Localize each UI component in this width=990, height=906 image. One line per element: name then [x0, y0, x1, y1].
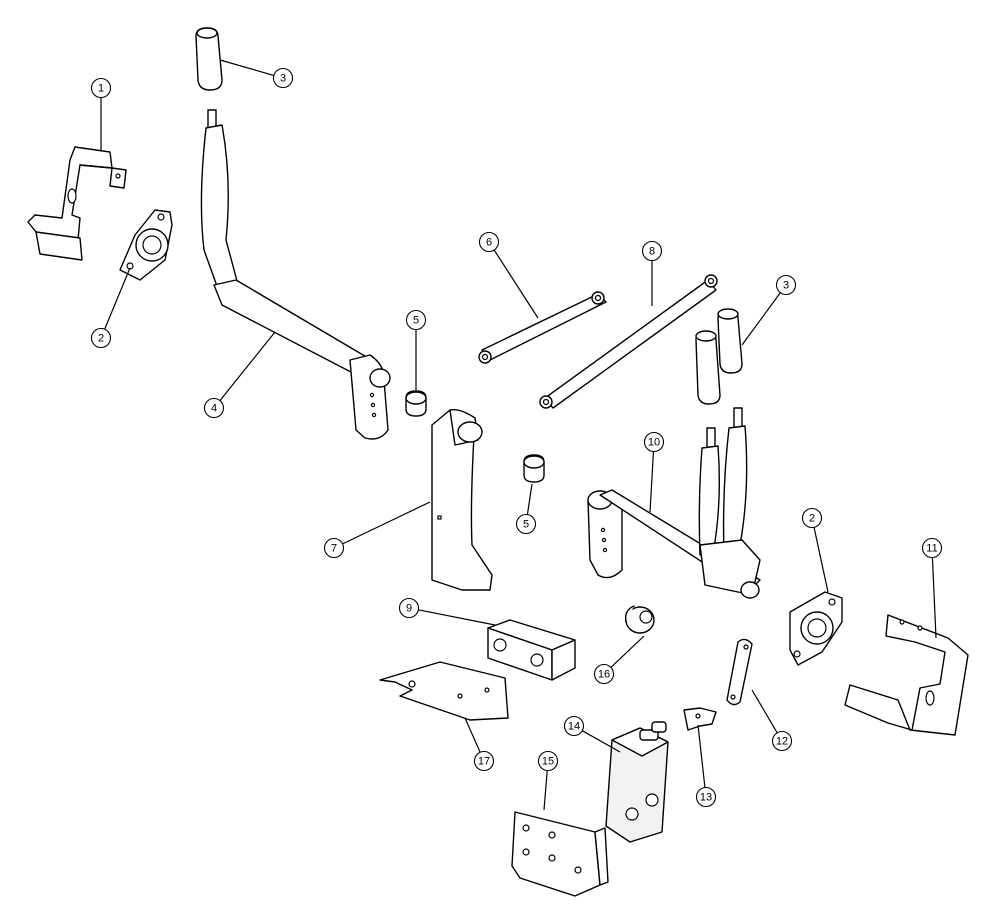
callout-circle-2	[801, 507, 823, 529]
callout-number-7: 7	[331, 543, 337, 555]
callout-circle-9	[398, 597, 420, 619]
part-13-clip	[683, 707, 717, 731]
callout-leader-14	[581, 730, 621, 753]
part-5-bushing-lower	[523, 454, 545, 483]
callout-leader-6	[493, 249, 539, 319]
callout-circle-13	[695, 786, 717, 808]
part-4-lever-shaft	[200, 109, 391, 440]
callout-circle-10	[643, 431, 665, 453]
part-5-bushing-upper	[405, 390, 427, 417]
part-1-bracket	[27, 146, 127, 261]
callout-number-3: 3	[783, 280, 789, 292]
callout-circle-5	[515, 513, 537, 535]
part-8-long-link-rod	[539, 274, 718, 409]
callout-leader-17	[464, 717, 481, 753]
callout-leader-11	[931, 557, 937, 639]
callout-number-12: 12	[776, 736, 788, 748]
callout-leader-9	[418, 609, 496, 626]
part-3-handle-grip-top	[195, 27, 223, 91]
callout-circle-5	[405, 309, 427, 331]
callout-number-1: 1	[98, 83, 104, 95]
callout-circle-3	[272, 67, 294, 89]
callout-circle-17	[473, 750, 495, 772]
callout-number-9: 9	[406, 603, 412, 615]
callout-number-13: 13	[700, 792, 712, 804]
part-7-stand-bracket	[431, 408, 493, 591]
part-10-double-lever-shaft	[587, 407, 761, 599]
callout-number-11: 11	[926, 543, 937, 555]
part-9-block	[487, 619, 576, 681]
callout-leader-5	[526, 483, 533, 515]
callout-number-17: 17	[478, 756, 490, 768]
callout-circle-2	[90, 327, 112, 349]
callout-circle-15	[537, 750, 559, 772]
callout-number-16: 16	[598, 669, 610, 681]
callout-circle-14	[563, 715, 585, 737]
part-6-link-rod	[478, 291, 607, 364]
callout-leader-12	[751, 689, 778, 734]
callout-leader-15	[543, 770, 548, 811]
callout-number-6: 6	[486, 237, 492, 249]
part-2-flange-bearing-left	[119, 209, 173, 281]
part-16-collar	[624, 605, 655, 634]
part-3-handle-grips-right	[695, 308, 743, 405]
callout-circle-1	[90, 77, 112, 99]
callout-number-2: 2	[98, 333, 104, 345]
part-15-mounting-plate	[511, 811, 609, 897]
part-14-hydraulic-valve	[605, 721, 669, 843]
callout-number-3: 3	[280, 73, 286, 85]
callout-leader-13	[697, 724, 706, 788]
callout-leader-2	[813, 527, 829, 593]
callout-leader-16	[610, 635, 645, 668]
part-11-bracket-right	[844, 614, 969, 736]
callout-circle-16	[593, 663, 615, 685]
callout-leader-4	[219, 331, 276, 401]
callout-leader-3	[741, 292, 781, 346]
callout-leader-7	[342, 501, 431, 545]
callout-number-14: 14	[568, 721, 580, 733]
callout-circle-11	[921, 537, 943, 559]
part-2-flange-bearing-right	[789, 591, 843, 666]
part-17-plate	[379, 661, 509, 721]
part-12-strap	[726, 638, 753, 706]
callout-number-2: 2	[809, 513, 815, 525]
callout-circle-3	[775, 274, 797, 296]
callout-circle-7	[323, 537, 345, 559]
callout-number-5: 5	[413, 315, 419, 327]
callout-circle-12	[771, 730, 793, 752]
callout-circle-6	[478, 231, 500, 253]
callout-leader-2	[104, 267, 131, 330]
callout-number-8: 8	[649, 246, 655, 258]
callout-circle-8	[641, 240, 663, 262]
callout-circle-4	[203, 397, 225, 419]
callout-number-4: 4	[211, 403, 217, 415]
callout-number-15: 15	[542, 756, 554, 768]
callout-number-5: 5	[523, 519, 529, 531]
callout-number-10: 10	[648, 437, 660, 449]
callout-leader-10	[649, 451, 655, 513]
callout-leader-3	[219, 59, 275, 76]
